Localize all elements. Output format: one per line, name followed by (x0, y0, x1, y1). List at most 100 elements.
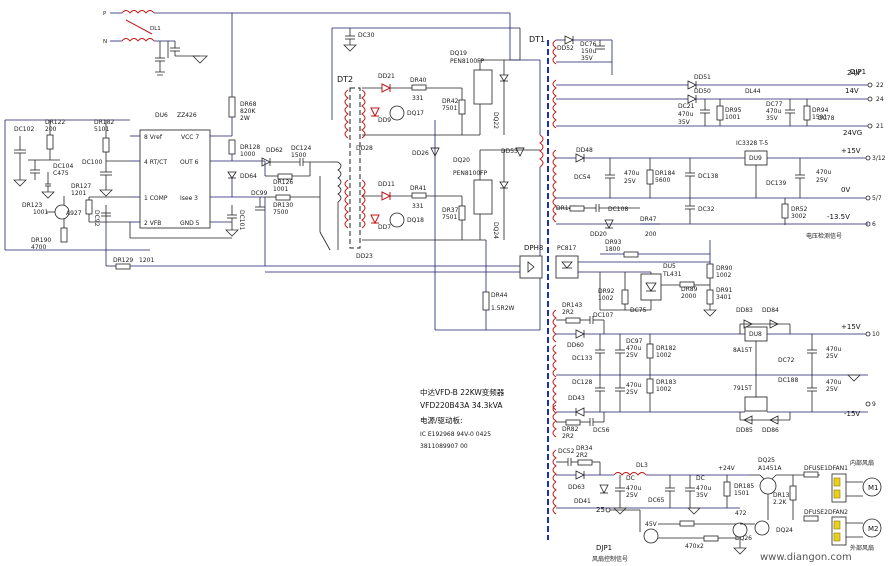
label-dd62: DD62 (266, 147, 283, 154)
label-dr52: DR52 (791, 206, 808, 213)
label-dq22: DQ22 (492, 112, 499, 129)
label-dr41: DR41 (410, 185, 427, 192)
label-dd7: DD7 (378, 224, 391, 231)
label-dq24-gate: DQ24 (492, 222, 499, 239)
label-dd43: DD43 (568, 395, 585, 402)
value-dr129: 1201 (139, 257, 154, 264)
value-dr37: 7501 (442, 214, 457, 221)
board-title: 中达VFD-B 22KW变频器 VFD220B43A 34.3kVA 电源/驱动… (420, 387, 505, 450)
value-dr68: 820K (240, 108, 256, 115)
label-dc30: DC30 (358, 32, 375, 39)
label-dr82: DR82 (562, 426, 579, 433)
label-dd11: DD11 (378, 181, 395, 188)
label-dr90: DR90 (716, 265, 733, 272)
label-dq20: DQ20 (453, 157, 470, 164)
du6-pin-vfb: 2 VFB (144, 220, 161, 227)
volt-dc21: 35V (678, 119, 691, 126)
label-dr95: DR95 (725, 107, 742, 114)
label-dr132: DR132 (773, 492, 793, 499)
value-dc97: 470u (626, 345, 641, 352)
volt-dc-fan1: 25V (626, 492, 639, 499)
value-dr47: 200 (645, 231, 657, 238)
label-dr42: DR42 (442, 98, 459, 105)
value-dr34: 2R2 (576, 452, 588, 459)
label-dr127: DR127 (71, 183, 91, 190)
label-dc188: DC188 (778, 377, 798, 384)
left-oscillator-parts: DC102 DR122 200 DC104 C475 DR182 5101 DC… (4, 119, 265, 270)
label-dl1: DL1 (150, 26, 161, 32)
label-dr37: DR37 (442, 207, 459, 214)
label-dq25: DQ25 (758, 457, 775, 464)
label-dc75: DC75 (630, 307, 647, 314)
label-djp1-fan: DJP1 (596, 544, 612, 552)
label-dc107: DC107 (593, 312, 613, 319)
value-dr95: 1001 (725, 114, 740, 121)
label-dfan1: DFAN1 (828, 465, 848, 472)
du6-pin-vcc: VCC 7 (181, 134, 199, 141)
label-dr91: DR91 (716, 287, 733, 294)
volt-dc97: 25V (626, 352, 639, 359)
label-dd63: DD63 (568, 484, 585, 491)
label-dq17: DQ17 (407, 110, 424, 117)
label-dr123: DR123 (22, 202, 42, 209)
label-dt1: DT1 (529, 35, 545, 44)
label-dd60: DD60 (567, 342, 584, 349)
label-external-fan: 外部风扇 (850, 544, 874, 552)
value-dr44: 1.5R2W (491, 305, 515, 312)
value-dr126: 1001 (273, 186, 288, 193)
label-dd52-top: DD52 (557, 45, 574, 52)
label-dr40: DR40 (410, 77, 427, 84)
label-dd85: DD85 (736, 427, 753, 434)
du6-pin-rtct: 4 RT/CT (144, 159, 167, 166)
value-dr52: 3002 (791, 213, 806, 220)
pin-10: 10 (872, 331, 880, 338)
label-dr128: DR128 (240, 144, 260, 151)
label-dr184: DR184 (655, 170, 675, 177)
label-dr182: DR182 (94, 119, 114, 126)
label-dl3: DL3 (636, 462, 648, 469)
label-dc78: DC78 (818, 115, 835, 122)
value-dr122: 200 (45, 126, 57, 133)
input-filter: P N DL1 (103, 10, 320, 76)
label-du9: DU9 (749, 155, 762, 162)
label-a927: A927 (66, 210, 82, 217)
part-a1451a: A1451A (758, 465, 782, 472)
volt-dc77: 35V (766, 115, 779, 122)
label-dc102: DC102 (14, 126, 34, 133)
label-dd51: DD51 (694, 74, 711, 81)
value-dc188: 470u (826, 379, 841, 386)
label-dd9: DD9 (378, 117, 391, 124)
value-dr94: 1501 (812, 114, 827, 121)
label-dd21: DD21 (378, 73, 395, 80)
value-dc72: 470u (826, 346, 841, 353)
label-voltage-detect: 电压检测信号 (806, 232, 842, 240)
label-n: N (103, 39, 107, 45)
value-dr128: 1000 (240, 151, 255, 158)
secondary-24v: DD52 DC76 150u 35V DJP1 24V 14V 24VG 22 … (556, 35, 884, 137)
label-dd64: DD64 (240, 173, 257, 180)
label-dd28: DD28 (356, 145, 373, 152)
label-pin25: 25 (596, 506, 605, 514)
label-dr89: DR89 (681, 286, 698, 293)
volt-dc188: 25V (826, 386, 839, 393)
value-dr41: 331 (412, 203, 424, 210)
label-du8: DU8 (749, 331, 762, 338)
label-dc139: DC139 (766, 180, 786, 187)
value-dc21: 470u (678, 111, 693, 118)
du6-name: DU6 (155, 112, 168, 119)
value-dc76: 150u (581, 48, 596, 55)
fan2-mark: M2 (868, 525, 879, 533)
label-p: P (103, 11, 107, 17)
label-dr142: DR142 (556, 205, 576, 212)
value-dr143: 2R2 (562, 309, 574, 316)
label-m13-5v: -13.5V (827, 213, 850, 221)
label-dc56: DC56 (593, 427, 610, 434)
label-dd86: DD86 (762, 427, 779, 434)
label-dc-fan1: DC (626, 475, 635, 482)
label-dc21: DC21 (678, 103, 695, 110)
label-dr68: DR68 (240, 101, 257, 108)
volt-dc76: 35V (581, 55, 594, 62)
value-dr127: 1201 (71, 190, 86, 197)
label-p24v: +24V (718, 465, 736, 472)
